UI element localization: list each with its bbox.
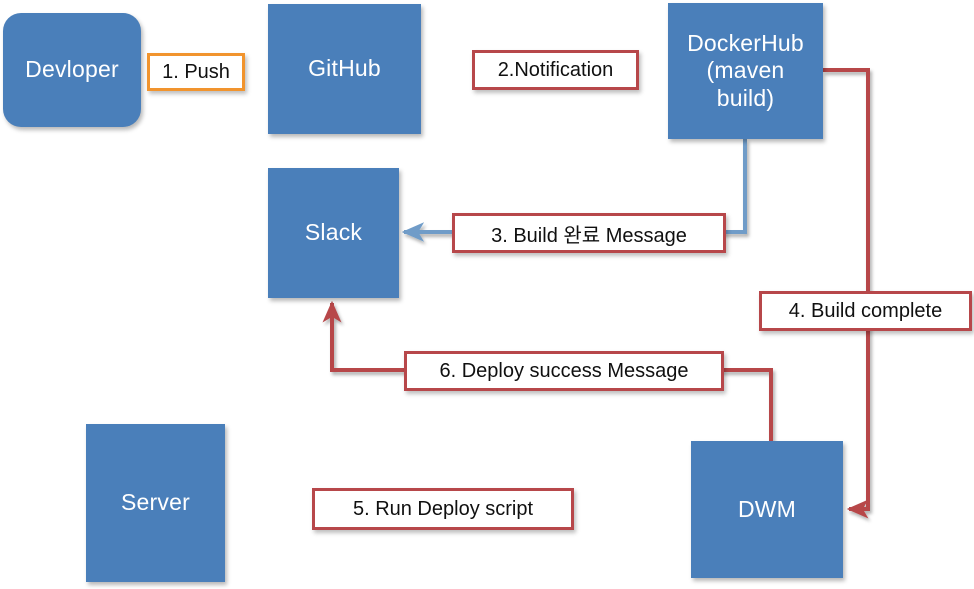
edge-label-build-complete-message[interactable]: 3. Build 완료 Message [452,213,726,253]
edge-label-run-deploy-script[interactable]: 5. Run Deploy script [312,488,574,530]
node-slack[interactable]: Slack [268,168,399,298]
node-slack-label: Slack [304,219,363,246]
node-dwm-label: DWM [737,495,797,522]
edge-label-run-deploy-script-text: 5. Run Deploy script [352,497,534,520]
node-dockerhub[interactable]: DockerHub (maven build) [668,3,823,139]
edge-label-push-text: 1. Push [162,60,230,83]
edge-label-push[interactable]: 1. Push [147,53,245,91]
node-github-label: GitHub [308,55,381,82]
node-dwm[interactable]: DWM [691,441,843,578]
node-developer-label: Devloper [25,56,119,83]
node-dockerhub-label-line2: (maven [706,57,785,84]
edge-label-deploy-success-message-text: 6. Deploy success Message [439,359,689,382]
edge-dockerhub-to-dwm [823,68,870,519]
node-github[interactable]: GitHub [268,4,421,134]
edge-label-build-complete[interactable]: 4. Build complete [759,291,972,331]
node-dockerhub-label-line1: DockerHub [687,30,804,57]
node-server-label: Server [121,489,190,516]
edge-label-build-complete-message-text: 3. Build 완료 Message [491,224,687,247]
edge-label-build-complete-text: 4. Build complete [788,299,943,322]
node-dockerhub-label-line3: build) [716,84,775,111]
node-server[interactable]: Server [86,424,225,582]
node-developer[interactable]: Devloper [3,13,141,127]
edge-label-notification[interactable]: 2.Notification [472,50,639,90]
edge-label-notification-text: 2.Notification [497,58,614,81]
edge-label-deploy-success-message[interactable]: 6. Deploy success Message [404,351,724,391]
